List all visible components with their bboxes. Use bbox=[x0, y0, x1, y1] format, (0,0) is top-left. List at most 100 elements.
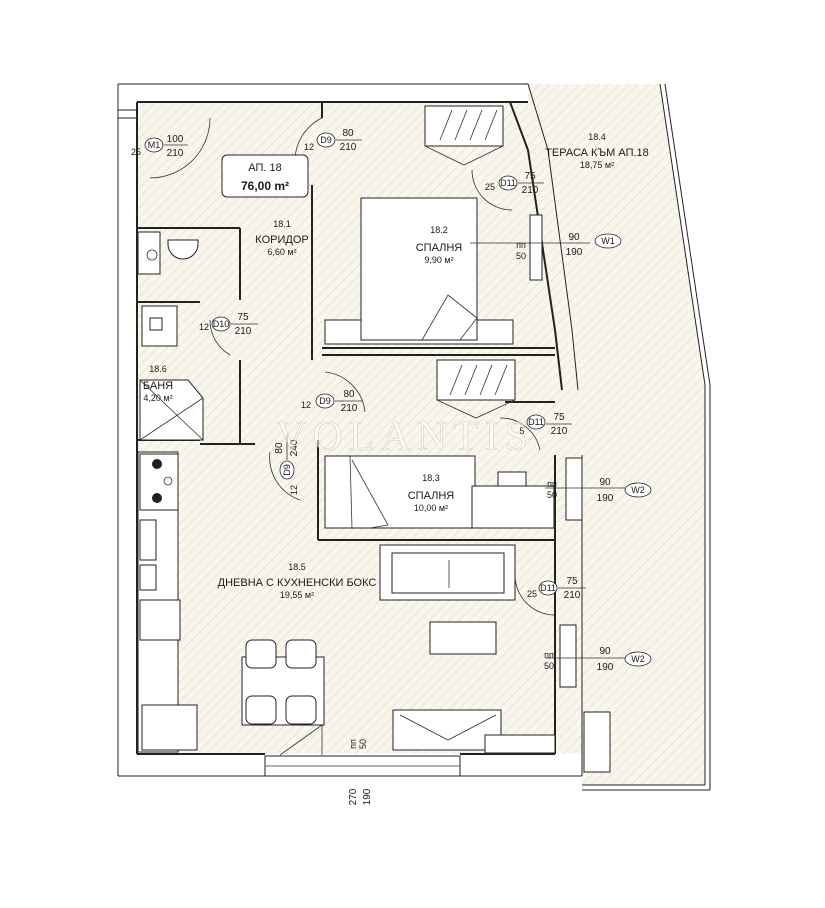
door-tag-d11-terrace: D11 75 210 25 bbox=[485, 171, 544, 196]
dimension-lines bbox=[470, 242, 625, 659]
door-tag-d11-living: D11 75 210 25 bbox=[527, 576, 586, 601]
svg-text:12: 12 bbox=[199, 322, 209, 332]
apartment-name: АП. 18 bbox=[248, 162, 281, 174]
svg-text:5: 5 bbox=[519, 426, 524, 436]
kitchen bbox=[137, 451, 198, 753]
svg-text:75: 75 bbox=[237, 312, 249, 323]
svg-text:M1: M1 bbox=[148, 140, 161, 150]
svg-text:90: 90 bbox=[599, 646, 611, 657]
svg-text:КОРИДОР: КОРИДОР bbox=[255, 234, 308, 246]
svg-text:ТЕРАСА КЪМ АП.18: ТЕРАСА КЪМ АП.18 bbox=[545, 147, 649, 159]
svg-text:18.6: 18.6 bbox=[149, 364, 167, 374]
svg-text:12: 12 bbox=[301, 400, 311, 410]
svg-text:75: 75 bbox=[524, 171, 536, 182]
svg-text:210: 210 bbox=[235, 326, 252, 337]
svg-text:18.5: 18.5 bbox=[288, 562, 306, 572]
svg-text:210: 210 bbox=[341, 403, 358, 414]
svg-text:90: 90 bbox=[599, 477, 611, 488]
svg-text:100: 100 bbox=[167, 134, 184, 145]
svg-text:D9: D9 bbox=[320, 135, 332, 145]
tv-stand bbox=[392, 709, 502, 751]
coffee-table bbox=[429, 621, 497, 655]
svg-text:90: 90 bbox=[568, 232, 580, 243]
room-label-bedroom-2: 18.3 СПАЛНЯ 10,00 м² bbox=[408, 473, 455, 513]
door-tag-d10: D10 75 210 12 bbox=[199, 312, 258, 337]
room-label-bedroom-1: 18.2 СПАЛНЯ 9,90 м² bbox=[416, 225, 463, 265]
svg-text:240: 240 bbox=[289, 439, 300, 456]
svg-text:75: 75 bbox=[566, 576, 578, 587]
svg-text:D9: D9 bbox=[319, 396, 331, 406]
svg-text:СПАЛНЯ: СПАЛНЯ bbox=[416, 242, 463, 254]
svg-text:210: 210 bbox=[522, 185, 539, 196]
svg-text:ДНЕВНА С КУХНЕНСКИ БОКС: ДНЕВНА С КУХНЕНСКИ БОКС bbox=[218, 577, 377, 589]
room-label-terrace: 18.4 ТЕРАСА КЪМ АП.18 18,75 м² bbox=[545, 132, 649, 170]
svg-text:D9: D9 bbox=[282, 464, 292, 476]
bed-room-1 bbox=[324, 197, 514, 345]
svg-text:190: 190 bbox=[597, 493, 614, 504]
wardrobe-middle bbox=[436, 359, 516, 401]
svg-text:W2: W2 bbox=[631, 485, 645, 495]
svg-text:190: 190 bbox=[566, 247, 583, 258]
door-tag-d9-vertical: D9 80 240 12 bbox=[274, 434, 300, 495]
svg-text:50: 50 bbox=[544, 661, 554, 671]
apartment-tag: АП. 18 76,00 m² bbox=[221, 154, 309, 198]
walls bbox=[117, 83, 711, 791]
bed-room-2 bbox=[324, 455, 555, 529]
svg-text:18.4: 18.4 bbox=[588, 132, 606, 142]
wardrobes bbox=[424, 105, 516, 419]
door-tag-d11-bedroom: D11 75 210 5 bbox=[519, 412, 572, 437]
window-tag-w1: 90 190 пп 50 W1 bbox=[516, 232, 622, 261]
svg-text:50: 50 bbox=[516, 251, 526, 261]
balcony-door-tag: пп 50 270 190 bbox=[348, 739, 373, 805]
svg-text:210: 210 bbox=[340, 142, 357, 153]
terrace-floor bbox=[528, 84, 705, 785]
desk bbox=[471, 485, 555, 529]
living-room-furniture bbox=[241, 544, 556, 754]
window-tag-w2-living: 90 190 пп 50 W2 bbox=[544, 646, 652, 673]
svg-text:пп: пп bbox=[516, 240, 526, 250]
svg-text:D11: D11 bbox=[528, 417, 544, 427]
svg-text:пп: пп bbox=[544, 650, 554, 660]
svg-text:18,75 м²: 18,75 м² bbox=[580, 160, 614, 170]
door-tag-d9-mid: D9 80 210 12 bbox=[301, 389, 362, 414]
svg-text:25: 25 bbox=[131, 147, 141, 157]
double-bed bbox=[360, 197, 478, 341]
svg-text:18.1: 18.1 bbox=[273, 219, 291, 229]
room-label-living: 18.5 ДНЕВНА С КУХНЕНСКИ БОКС 19,55 м² bbox=[218, 562, 377, 600]
apartment-area: 76,00 m² bbox=[241, 179, 289, 193]
svg-text:50: 50 bbox=[547, 490, 557, 500]
interior-floor bbox=[137, 102, 582, 754]
door-tag-d9-top: D9 80 210 12 bbox=[304, 128, 362, 153]
svg-text:БАНЯ: БАНЯ bbox=[143, 380, 173, 392]
svg-text:12: 12 bbox=[289, 485, 299, 495]
svg-text:190: 190 bbox=[362, 788, 373, 805]
svg-text:80: 80 bbox=[274, 442, 285, 454]
room-label-corridor: 18.1 КОРИДОР 6,60 м² bbox=[255, 219, 308, 257]
svg-text:W2: W2 bbox=[631, 654, 645, 664]
svg-text:18.2: 18.2 bbox=[430, 225, 448, 235]
svg-text:D11: D11 bbox=[540, 583, 556, 593]
svg-text:210: 210 bbox=[167, 148, 184, 159]
bathroom-fixtures bbox=[137, 231, 204, 441]
svg-text:4,20 м²: 4,20 м² bbox=[143, 393, 172, 403]
svg-text:W1: W1 bbox=[601, 236, 615, 246]
svg-text:10,00 м²: 10,00 м² bbox=[414, 503, 448, 513]
svg-text:9,90 м²: 9,90 м² bbox=[424, 255, 453, 265]
svg-text:210: 210 bbox=[551, 426, 568, 437]
svg-text:75: 75 bbox=[553, 412, 565, 423]
svg-text:12: 12 bbox=[304, 142, 314, 152]
window-tag-w2-bedroom: 90 190 пп 50 W2 bbox=[547, 477, 652, 504]
svg-text:80: 80 bbox=[343, 389, 355, 400]
door-tag-m1: M1 100 210 25 bbox=[131, 134, 188, 159]
svg-text:25: 25 bbox=[527, 589, 537, 599]
svg-text:6,60 м²: 6,60 м² bbox=[267, 247, 296, 257]
wardrobe-top bbox=[424, 105, 504, 147]
svg-text:19,55 м²: 19,55 м² bbox=[280, 590, 314, 600]
svg-text:пп: пп bbox=[547, 479, 557, 489]
svg-text:пп: пп bbox=[348, 739, 358, 749]
svg-text:190: 190 bbox=[597, 662, 614, 673]
svg-text:210: 210 bbox=[564, 590, 581, 601]
svg-text:50: 50 bbox=[358, 739, 368, 749]
room-label-bathroom: 18.6 БАНЯ 4,20 м² bbox=[143, 364, 173, 403]
